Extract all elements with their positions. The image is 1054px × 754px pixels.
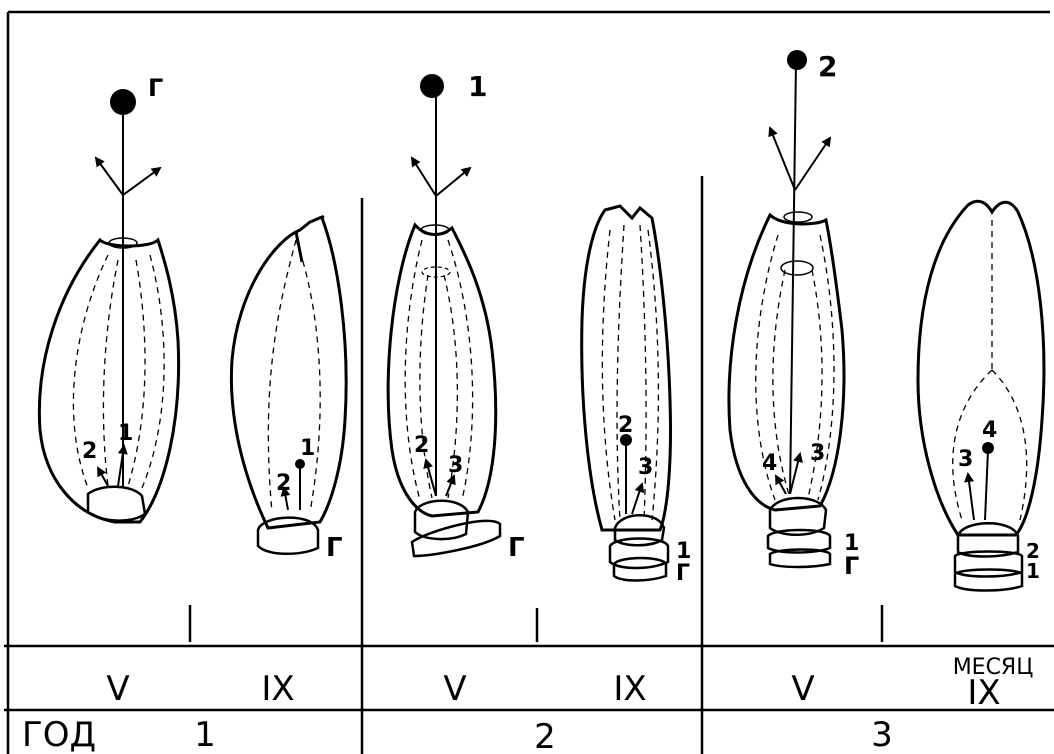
top-label: Г: [148, 74, 163, 102]
base-label: Г: [676, 561, 690, 586]
shoot-stage-5: [729, 50, 844, 567]
month-label: V: [106, 669, 129, 709]
bud-label: 3: [958, 447, 973, 472]
shoot-outline: [918, 201, 1044, 535]
old-base-disc: [614, 558, 666, 581]
bud-label: 3: [448, 453, 463, 478]
old-base-disc: [955, 570, 1022, 591]
shoot-stage-6: [918, 201, 1044, 590]
shoot-outline: [388, 225, 496, 516]
top-label: 2: [818, 50, 837, 83]
bud-label: 1: [118, 421, 133, 446]
stem: [790, 62, 796, 494]
axillary-bud: [982, 442, 994, 454]
inflorescence-bud: [110, 89, 136, 115]
top-label: 1: [468, 70, 487, 103]
bud-label: 2: [276, 471, 291, 496]
base-label: 1: [1026, 559, 1040, 583]
month-label: IX: [613, 669, 646, 709]
inflorescence-bud: [787, 50, 807, 70]
bud-label: 3: [638, 455, 653, 480]
bud-label: 2: [618, 413, 633, 438]
year-header: ГОД: [22, 715, 96, 754]
month-label: IX: [261, 669, 294, 709]
year-label: 3: [871, 715, 893, 754]
month-header: МЕСЯЦ: [953, 655, 1034, 680]
base-disc: [88, 487, 145, 521]
shoot-stage-1: [39, 89, 178, 522]
shoot-outline: [729, 215, 844, 510]
bud-label: 4: [762, 451, 777, 476]
month-label: V: [443, 669, 466, 709]
shoot-stage-3: [388, 74, 500, 556]
base-label: Г: [508, 533, 525, 563]
base-disc: [415, 501, 468, 539]
shoot-outline: [39, 240, 178, 522]
shoot-stage-4: [582, 206, 671, 581]
shoot-stage-2: [231, 217, 346, 554]
base-label: Г: [844, 552, 859, 580]
bud-label: 3: [810, 441, 825, 466]
figure-frame: [4, 12, 1054, 754]
stem: [985, 450, 988, 520]
base-label: Г: [326, 533, 343, 563]
inflorescence-bud: [420, 74, 444, 98]
bud-label: 2: [414, 433, 429, 458]
bud-label: 2: [82, 439, 97, 464]
year-label: 1: [194, 715, 216, 754]
year-label: 2: [534, 717, 556, 754]
month-label: V: [791, 669, 814, 709]
bud-label: 4: [982, 418, 997, 443]
bud-label: 1: [300, 436, 315, 461]
